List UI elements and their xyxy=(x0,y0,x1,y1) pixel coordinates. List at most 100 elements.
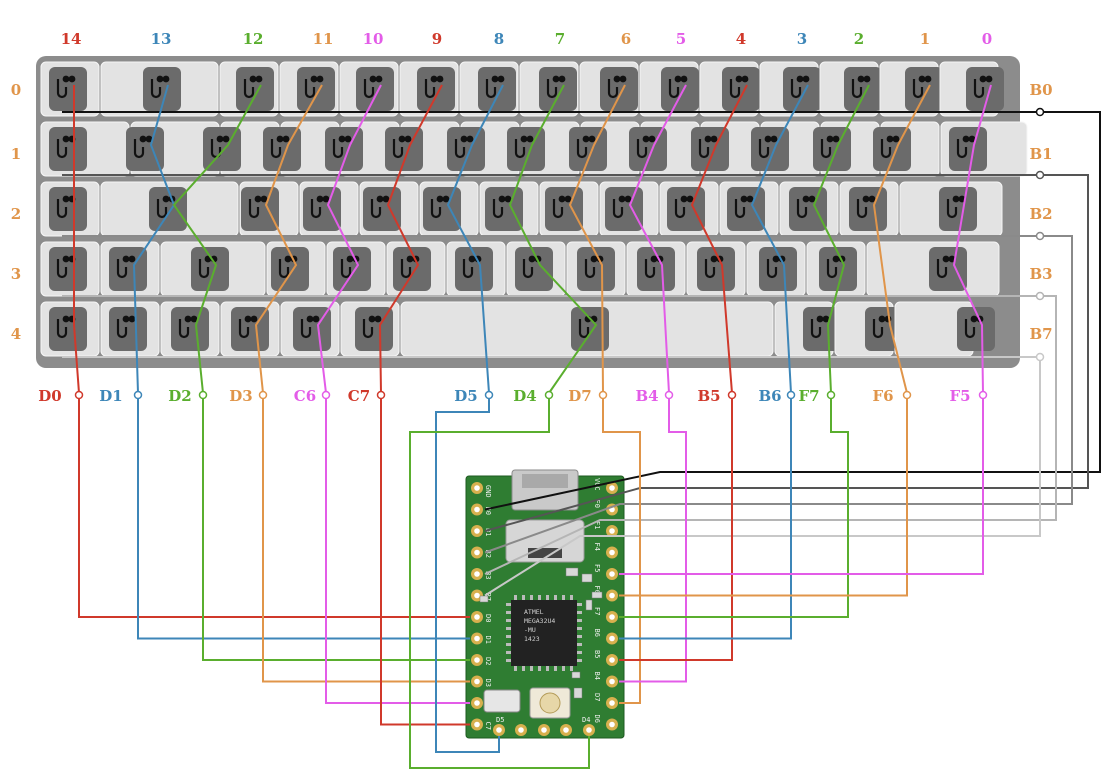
column-pin-marker xyxy=(727,390,737,400)
switch-pin xyxy=(316,195,324,203)
switch-pin xyxy=(526,135,534,143)
reset-button-cap xyxy=(539,692,561,714)
column-number: 12 xyxy=(243,30,264,48)
diode-icon xyxy=(310,199,322,219)
pin-hole xyxy=(474,592,480,599)
switch-socket xyxy=(759,247,797,291)
column-number: 8 xyxy=(494,30,504,48)
switch-socket xyxy=(515,247,553,291)
switch-pin xyxy=(382,195,390,203)
diode-icon xyxy=(150,79,162,99)
row-pin-marker xyxy=(1035,352,1045,362)
switch-socket xyxy=(171,307,209,351)
pin-hole xyxy=(609,592,615,599)
switch-pin xyxy=(564,195,572,203)
switch-pin xyxy=(740,195,748,203)
row-pin-marker xyxy=(1035,231,1045,241)
column-route-wire xyxy=(262,399,470,683)
column-number: 13 xyxy=(151,30,172,48)
diode-icon xyxy=(578,319,590,339)
pin-hole xyxy=(474,635,480,642)
diode-icon xyxy=(340,259,352,279)
column-route-wire xyxy=(619,399,792,640)
row-pin-label: B2 xyxy=(1029,205,1052,223)
diode-icon xyxy=(392,139,404,159)
switch-pin xyxy=(952,195,960,203)
column-pin-label: F7 xyxy=(798,387,819,405)
switch-pin xyxy=(338,135,346,143)
chip-pin xyxy=(506,603,511,606)
pin-label: D2 xyxy=(484,657,492,665)
column-pin-marker xyxy=(258,390,268,400)
switch-pin xyxy=(62,255,70,263)
pin-hole xyxy=(609,721,615,728)
column-wire xyxy=(446,84,504,394)
switch-pin xyxy=(648,135,656,143)
switch-pin xyxy=(68,75,76,83)
diode-icon xyxy=(946,199,958,219)
switch-pin xyxy=(250,315,258,323)
diode-icon xyxy=(644,259,656,279)
chip-pin xyxy=(506,651,511,654)
switch-pin xyxy=(832,135,840,143)
switch-pin xyxy=(306,315,314,323)
switch-pin xyxy=(590,255,598,263)
row-route-wire xyxy=(484,295,1057,575)
switch-socket xyxy=(356,67,394,111)
switch-pin xyxy=(184,315,192,323)
switch-pin xyxy=(772,255,780,263)
switch-pin xyxy=(62,75,70,83)
chip-pin xyxy=(530,595,533,600)
diode-icon xyxy=(522,259,534,279)
switch-socket xyxy=(803,307,841,351)
column-pin-marker xyxy=(484,390,494,400)
switch-pin xyxy=(520,135,528,143)
diode-icon xyxy=(674,199,686,219)
column-wire xyxy=(254,84,323,394)
switch-socket xyxy=(697,247,735,291)
chip-pin xyxy=(577,603,582,606)
switch-pin xyxy=(802,75,810,83)
switch-pin xyxy=(970,315,978,323)
pin-label: B2 xyxy=(484,550,492,558)
diode-icon xyxy=(56,139,68,159)
column-pin-label: F6 xyxy=(872,387,893,405)
row-number: 2 xyxy=(11,205,21,223)
diode-icon xyxy=(810,319,822,339)
pin-label: F1 xyxy=(593,521,601,529)
switch-socket xyxy=(149,187,187,231)
diode-icon xyxy=(56,319,68,339)
chip-pin xyxy=(506,643,511,646)
switch-socket xyxy=(577,247,615,291)
column-number: 10 xyxy=(363,30,384,48)
smd-component xyxy=(565,567,579,577)
switch-pin xyxy=(741,75,749,83)
pin-label: F7 xyxy=(593,607,601,615)
pin-label: B4 xyxy=(593,672,601,680)
chip-pin xyxy=(538,595,541,600)
column-wire xyxy=(172,84,262,394)
switch-pin xyxy=(128,315,136,323)
row-pin-label: B1 xyxy=(1029,145,1052,163)
diode-icon xyxy=(964,319,976,339)
switch-pin xyxy=(613,75,621,83)
switch-pin xyxy=(618,195,626,203)
switch-socket xyxy=(393,247,431,291)
switch-pin xyxy=(430,75,438,83)
diode-icon xyxy=(300,319,312,339)
switch-pin xyxy=(822,315,830,323)
column-route-wire xyxy=(380,399,470,726)
switch-pin xyxy=(374,315,382,323)
pin-hole xyxy=(474,657,480,663)
pin-hole xyxy=(609,635,615,642)
diode-icon xyxy=(912,79,924,99)
switch-socket xyxy=(966,67,1004,111)
column-number: 1 xyxy=(920,30,930,48)
column-pin-marker xyxy=(376,390,386,400)
pin-hole xyxy=(474,528,480,534)
column-pin-marker xyxy=(544,390,554,400)
switch-pin xyxy=(404,135,412,143)
switch-socket xyxy=(478,67,516,111)
chip-marking: MEGA32U4 xyxy=(524,617,555,625)
pin-hole xyxy=(474,506,480,513)
